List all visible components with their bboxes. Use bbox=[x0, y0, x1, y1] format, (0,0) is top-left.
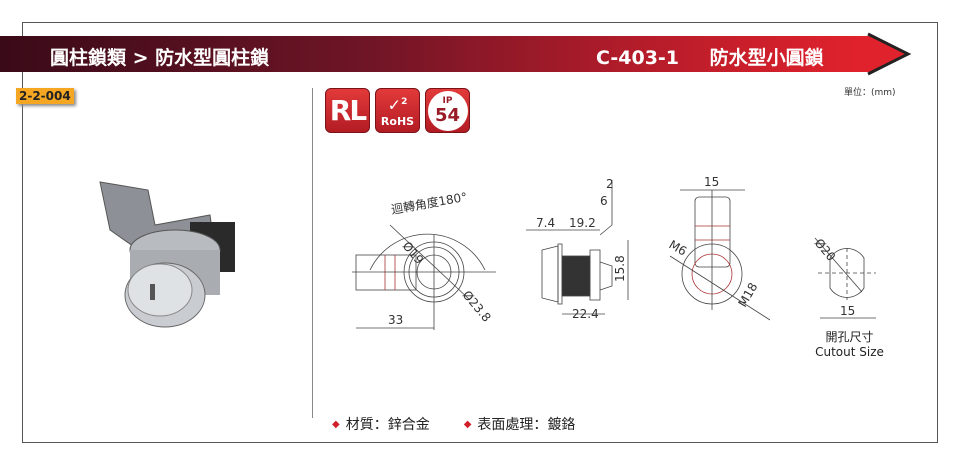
dim-m6: M6 bbox=[667, 237, 690, 258]
dim-15-back: 15 bbox=[704, 175, 719, 189]
cutout-zh: 開孔尺寸 bbox=[825, 330, 874, 344]
ip-num: 54 bbox=[434, 104, 461, 126]
check-icon: ✓2 bbox=[387, 95, 408, 115]
rohs-text: RoHS bbox=[380, 115, 415, 129]
dim-19-2: 19.2 bbox=[569, 216, 596, 230]
spec-finish: ◆ 表面處理：鍍鉻 bbox=[464, 414, 576, 434]
rl-badge: RL bbox=[325, 88, 370, 133]
category-breadcrumb: 圓柱鎖類 > 防水型圓柱鎖 bbox=[50, 47, 270, 69]
spec-label: 材質：鋅合金 bbox=[345, 417, 430, 433]
diamond-icon: ◆ bbox=[463, 419, 472, 430]
diamond-icon: ◆ bbox=[332, 419, 340, 430]
divider bbox=[312, 88, 313, 418]
code-tag: 2-2-004 bbox=[16, 88, 74, 104]
dim-2: 2 bbox=[606, 177, 614, 191]
cutout-label: 開孔尺寸 Cutout Size bbox=[812, 330, 887, 360]
dim-7-4: 7.4 bbox=[536, 216, 555, 230]
title-banner bbox=[0, 36, 905, 72]
back-view-drawing bbox=[669, 189, 771, 321]
ip-text: IP bbox=[442, 95, 453, 106]
side-view-drawing bbox=[526, 180, 629, 315]
rohs-num: 2 bbox=[401, 96, 408, 107]
model-number: C-403-1 bbox=[596, 47, 680, 69]
front-view-drawing bbox=[352, 224, 496, 330]
product-name: 防水型小圓鎖 bbox=[709, 47, 824, 69]
dim-15-cutout: 15 bbox=[840, 304, 855, 318]
dim-d19: Ø19 bbox=[400, 239, 427, 267]
spec-label: 表面處理：鍍鉻 bbox=[477, 417, 576, 433]
dim-15-8: 15.8 bbox=[613, 255, 627, 282]
page-frame bbox=[22, 22, 938, 443]
dim-d23-8: Ø23.8 bbox=[460, 288, 494, 325]
product-title: C-403-1 防水型小圓鎖 bbox=[596, 43, 824, 70]
dim-22-4: 22.4 bbox=[572, 307, 599, 321]
rl-text: RL bbox=[329, 94, 367, 127]
spec-list: ◆ 材質：鋅合金 ◆ 表面處理：鍍鉻 bbox=[332, 414, 575, 434]
dim-33: 33 bbox=[388, 313, 403, 327]
cutout-drawing bbox=[814, 237, 876, 319]
product-photo bbox=[99, 181, 235, 328]
rotation-angle-label: 迴轉角度180° bbox=[390, 189, 468, 217]
spec-material: ◆ 材質：鋅合金 bbox=[332, 414, 430, 434]
dim-m18: M18 bbox=[735, 280, 760, 309]
dim-6: 6 bbox=[600, 194, 608, 208]
unit-label: 單位：(mm) bbox=[844, 88, 896, 98]
arrow-edge-icon bbox=[867, 32, 912, 76]
cutout-en: Cutout Size bbox=[815, 345, 884, 359]
